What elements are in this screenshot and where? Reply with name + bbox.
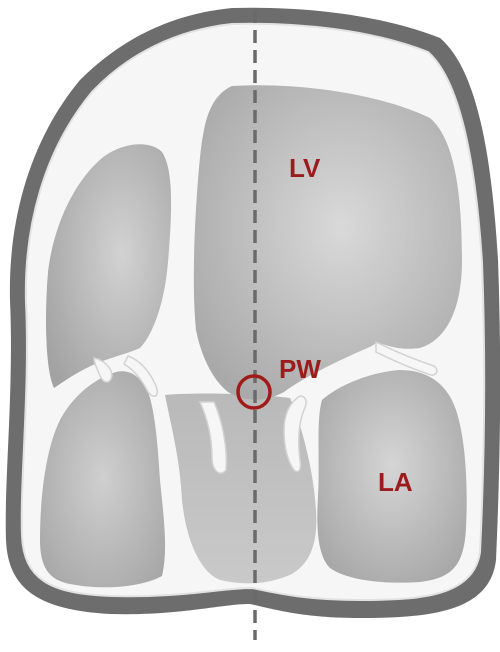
label-lv: LV [289,155,320,181]
label-la: LA [378,469,413,495]
label-pw: PW [279,356,321,382]
